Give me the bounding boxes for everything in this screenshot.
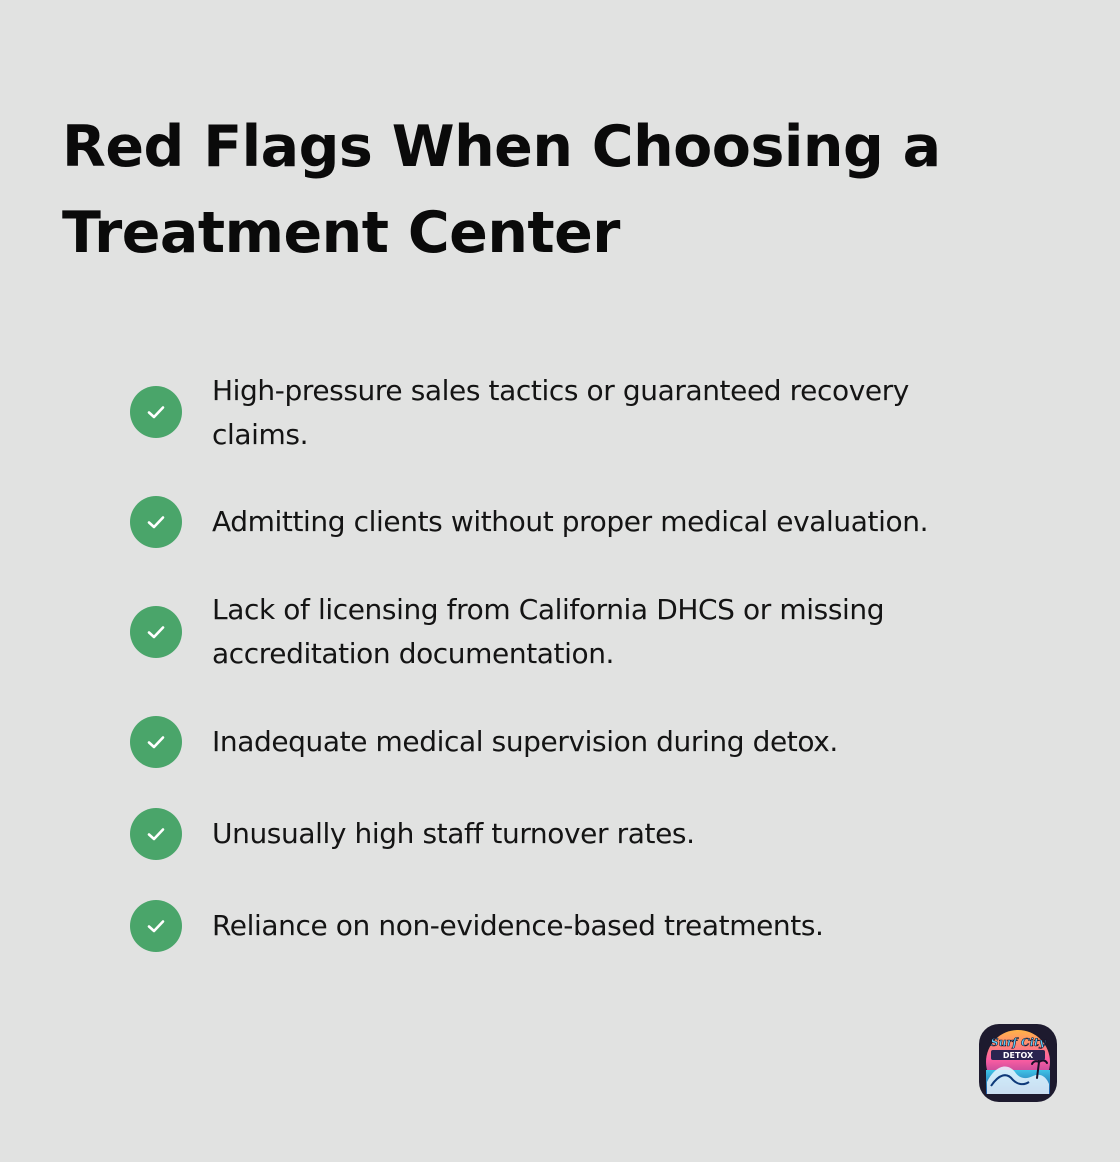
- brand-logo: DETOX Surf City: [977, 1022, 1059, 1104]
- list-item-text: Lack of licensing from California DHCS o…: [212, 593, 885, 670]
- check-icon: [130, 386, 182, 438]
- red-flags-list: High-pressure sales tactics or guarantee…: [130, 374, 929, 952]
- check-icon: [130, 900, 182, 952]
- logo-banner-text: DETOX: [1003, 1051, 1034, 1060]
- list-item-text: High-pressure sales tactics or guarantee…: [212, 374, 909, 451]
- logo-script-text: Surf City: [991, 1036, 1047, 1049]
- check-icon: [130, 496, 182, 548]
- list-item-text: Reliance on non-evidence-based treatment…: [212, 909, 824, 942]
- list-item-text: Admitting clients without proper medical…: [212, 505, 929, 538]
- check-icon: [130, 606, 182, 658]
- list-item-text: Inadequate medical supervision during de…: [212, 725, 838, 758]
- list-item-text: Unusually high staff turnover rates.: [212, 817, 695, 850]
- check-icon: [130, 716, 182, 768]
- check-icon: [130, 808, 182, 860]
- page-title: Red Flags When Choosing a Treatment Cent…: [62, 114, 941, 266]
